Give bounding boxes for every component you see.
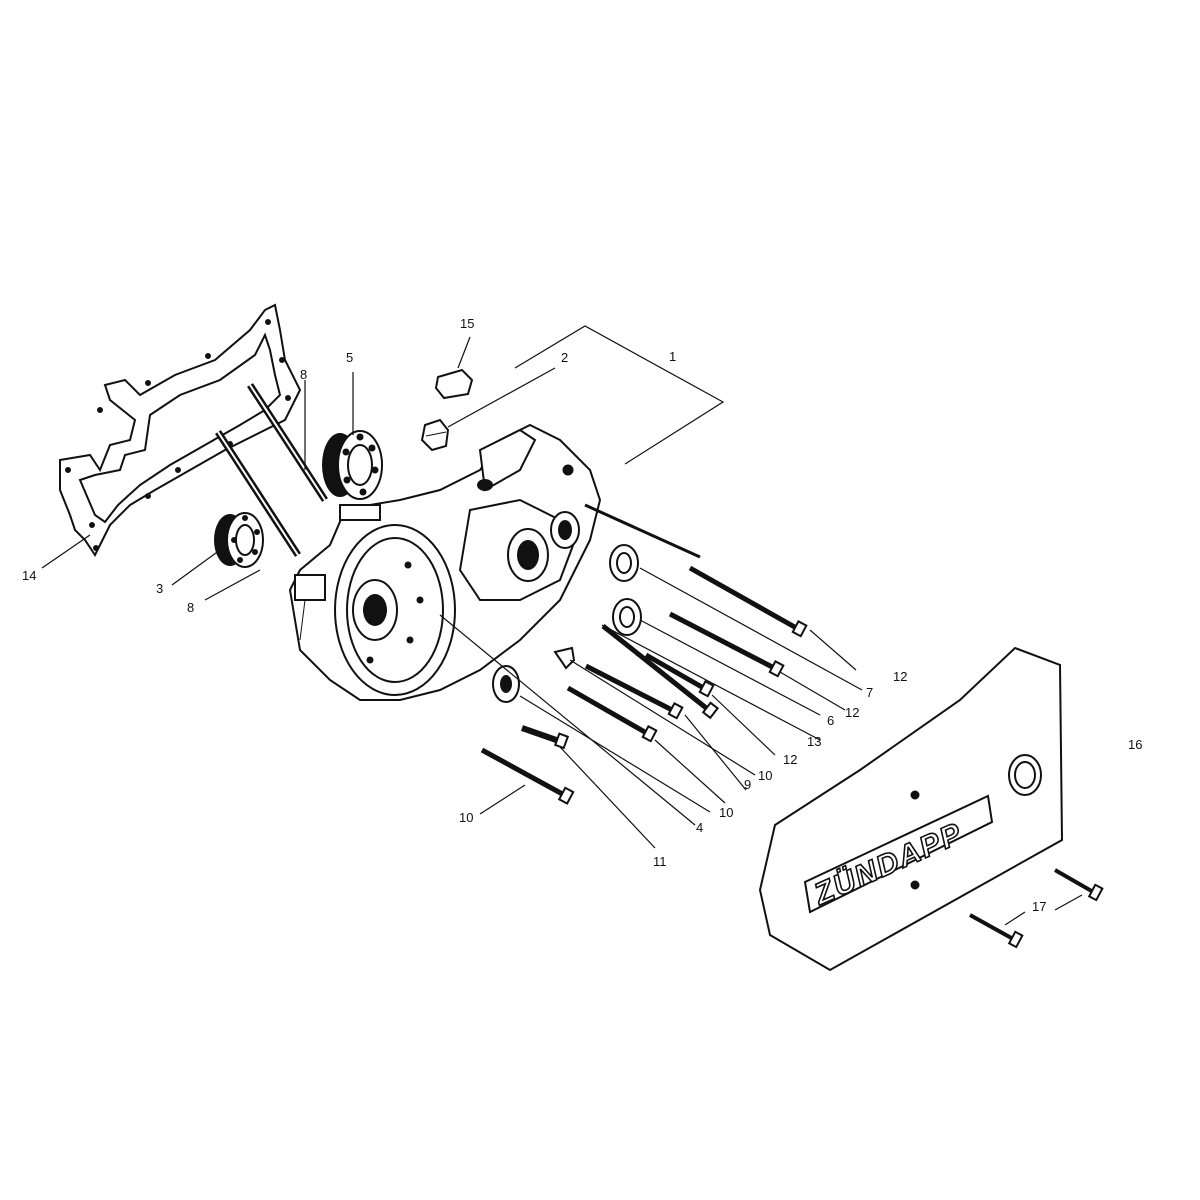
- callout-9: 9: [744, 777, 751, 792]
- ball-bearing-small: [214, 512, 264, 568]
- callout-6: 6: [827, 713, 834, 728]
- callout-11: 11: [653, 854, 667, 869]
- leader-lines: [41, 325, 1083, 926]
- cover-screw: [1054, 868, 1104, 902]
- oil-seal-upper: [609, 544, 639, 582]
- bolt: [644, 652, 715, 698]
- callout-5: 5: [346, 350, 353, 365]
- screw-plug: [420, 418, 450, 452]
- bolt: [688, 565, 808, 638]
- callout-1: 1: [669, 349, 676, 364]
- shaft-seal: [492, 665, 520, 703]
- bolt: [480, 747, 575, 805]
- callout-12-bottom: 12: [783, 752, 797, 767]
- bolt: [521, 725, 570, 750]
- callout-8-upper: 8: [300, 367, 307, 382]
- crankcase-cover: ZÜNDAPP: [758, 646, 1064, 972]
- callout-17: 17: [1032, 899, 1046, 914]
- callout-12-middle: 12: [845, 705, 859, 720]
- callout-15: 15: [460, 316, 474, 331]
- bolt: [584, 503, 701, 559]
- callout-12-top: 12: [893, 669, 907, 684]
- cover-screw: [969, 913, 1024, 949]
- locking-clip: [553, 646, 576, 670]
- callout-16: 16: [1128, 737, 1142, 752]
- stud-bolt-upper: [247, 383, 328, 502]
- stud-bolt-lower: [215, 430, 301, 557]
- callout-10-right: 10: [758, 768, 772, 783]
- crankcase-half: [288, 423, 602, 701]
- callout-10-left: 10: [459, 810, 473, 825]
- callout-14: 14: [22, 568, 36, 583]
- callout-3: 3: [156, 581, 163, 596]
- cover-cap: [434, 368, 474, 400]
- oil-seal-lower: [612, 598, 642, 636]
- callout-2: 2: [561, 350, 568, 365]
- bolt: [566, 685, 658, 743]
- bolt: [668, 611, 785, 678]
- callout-4: 4: [696, 820, 703, 835]
- callout-7: 7: [866, 685, 873, 700]
- bolt: [601, 624, 720, 720]
- bolt: [584, 663, 684, 720]
- callout-8-lower: 8: [187, 600, 194, 615]
- callout-13: 13: [807, 734, 821, 749]
- crankcase-gasket: [59, 303, 302, 557]
- ball-bearing-large: [322, 430, 383, 500]
- callout-10-middle: 10: [719, 805, 733, 820]
